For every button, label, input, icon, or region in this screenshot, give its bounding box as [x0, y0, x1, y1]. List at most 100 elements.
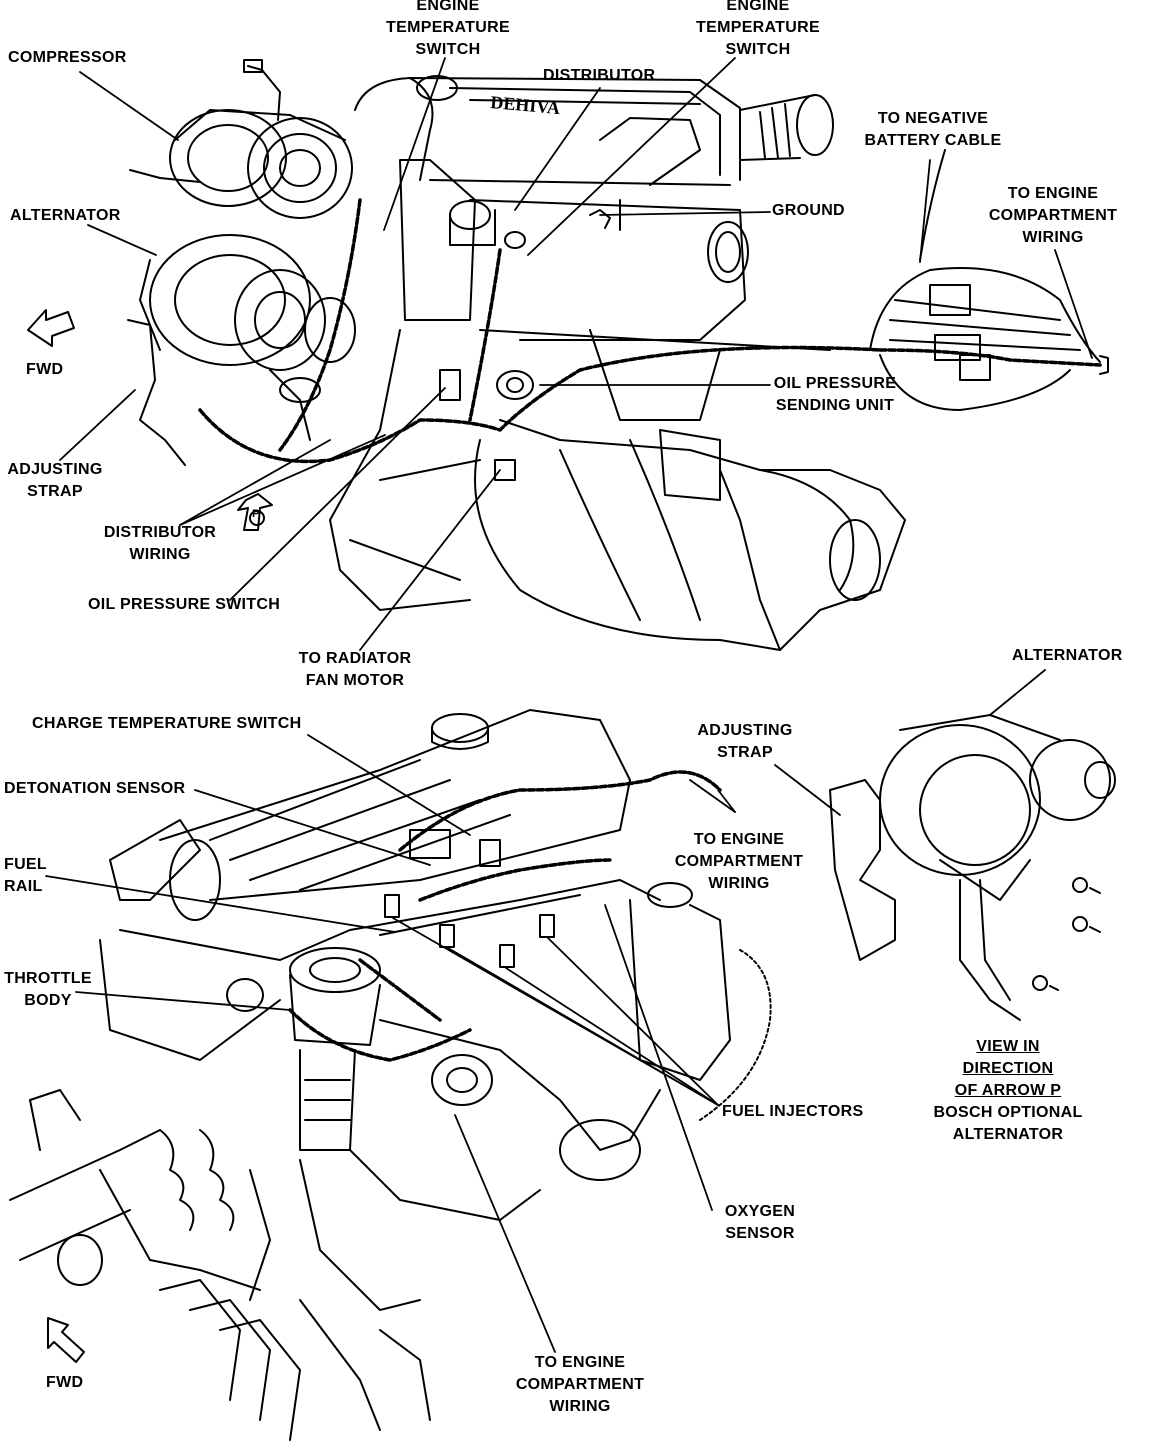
label-to-engine-compartment-right: TO ENGINE COMPARTMENT WIRING	[664, 829, 814, 895]
label-line: TEMPERATURE	[696, 19, 820, 36]
label-alternator-upper: ALTERNATOR	[10, 207, 121, 224]
label-ground: GROUND	[772, 202, 845, 219]
label-to-engine-compartment-upper: TO ENGINE COMPARTMENT WIRING	[978, 183, 1128, 249]
valve-cover-brand: DEHIVA	[490, 92, 561, 118]
label-line: WIRING	[1022, 229, 1084, 246]
valve-cover-drawing: DEHIVA	[354, 75, 741, 186]
label-distributor-wiring: DISTRIBUTOR WIRING	[95, 522, 225, 566]
label-alternator-inset: ALTERNATOR	[1012, 647, 1123, 664]
label-adjusting-strap-upper: ADJUSTING STRAP	[0, 459, 110, 503]
lower-engine-illustration	[9, 709, 772, 1441]
lower-manifold-drawing	[99, 879, 661, 1151]
leader-charge-temp-switch	[307, 734, 471, 836]
label-distributor: DISTRIBUTOR	[543, 67, 656, 84]
label-line: ENGINE	[726, 0, 790, 14]
label-fwd-upper: FWD	[26, 361, 64, 378]
label-fwd-lower: FWD	[46, 1374, 84, 1391]
label-line: SENSOR	[725, 1225, 795, 1242]
label-line: BODY	[24, 992, 72, 1009]
coolant-reservoir-drawing	[629, 882, 731, 1081]
leader-fuel-rail	[45, 875, 396, 933]
intake-tube-drawing	[707, 94, 834, 283]
inset-leader-lines	[774, 669, 1046, 816]
label-oil-pressure-switch: OIL PRESSURE SWITCH	[88, 596, 281, 613]
leader-engine-temp-switch-left	[383, 57, 446, 231]
leader-compressor	[79, 71, 179, 141]
lower-valve-cover-drawing	[109, 709, 631, 921]
wiring-harness-upper	[198, 198, 1102, 464]
leader-fuel-injector-4	[547, 937, 719, 1106]
lower-leader-lines	[45, 734, 736, 1353]
label-line: OXYGEN	[724, 1203, 796, 1220]
wiring-harness-lower	[288, 770, 722, 1062]
leader-detonation-sensor	[194, 789, 431, 866]
label-line: TO NEGATIVE	[877, 110, 989, 127]
upper-leader-lines	[59, 57, 1093, 651]
leader-engine-compartment	[1054, 249, 1093, 359]
label-line: FUEL	[4, 856, 47, 873]
label-line: WIRING	[129, 546, 191, 563]
label-fuel-rail: FUEL RAIL	[4, 854, 47, 898]
leader-radiator-fan	[359, 469, 501, 651]
label-line: COMPARTMENT	[515, 1376, 645, 1393]
label-line: SWITCH	[725, 41, 791, 58]
leader-ground	[599, 211, 771, 216]
label-to-engine-compartment-bottom: TO ENGINE COMPARTMENT WIRING	[505, 1352, 655, 1418]
adjusting-strap-drawing	[127, 319, 186, 466]
label-inset-caption: VIEW IN DIRECTION OF ARROW P BOSCH OPTIO…	[928, 1036, 1088, 1146]
label-line: TO ENGINE	[534, 1354, 626, 1371]
label-oil-pressure-sending-unit: OIL PRESSURE SENDING UNIT	[765, 373, 905, 417]
label-arrow-p: P	[252, 508, 260, 520]
label-oxygen-sensor: OXYGEN SENSOR	[700, 1201, 820, 1245]
caption-line: OF ARROW P	[954, 1082, 1062, 1099]
label-line: WIRING	[708, 875, 770, 892]
lower-axle-drawing	[9, 1089, 261, 1291]
label-line: TEMPERATURE	[386, 19, 510, 36]
caption-line: BOSCH OPTIONAL	[933, 1104, 1083, 1121]
label-line: WIRING	[549, 1398, 611, 1415]
leader-oil-pressure-switch	[229, 387, 446, 601]
label-line: SENDING UNIT	[775, 397, 895, 414]
leader-oxygen-sensor	[604, 904, 713, 1211]
label-line: ADJUSTING	[697, 722, 793, 739]
leader-negative-battery	[919, 159, 931, 263]
compressor-drawing	[129, 59, 353, 219]
label-line: BATTERY CABLE	[864, 132, 1002, 149]
charge-temp-switch-drawing	[409, 829, 501, 867]
arrow-p-marker	[237, 493, 273, 531]
leader-to-engine-compartment-bottom	[454, 1114, 556, 1353]
label-line: OIL PRESSURE	[773, 375, 897, 392]
label-to-radiator-fan-motor: TO RADIATOR FAN MOTOR	[280, 648, 430, 692]
label-detonation-sensor: DETONATION SENSOR	[4, 780, 186, 797]
label-line: ENGINE	[416, 0, 480, 14]
caption-line: DIRECTION	[962, 1060, 1054, 1077]
leader-distributor-wiring-a	[179, 439, 331, 526]
label-line: ADJUSTING	[7, 461, 103, 478]
oil-pressure-sending-unit-drawing	[439, 369, 534, 481]
leader-inset-alternator	[989, 669, 1046, 716]
leader-adjusting-strap	[59, 389, 136, 461]
label-adjusting-strap-inset: ADJUSTING STRAP	[690, 720, 800, 764]
leader-throttle-body	[75, 991, 291, 1011]
upper-engine-illustration: DEHIVA	[27, 59, 1109, 651]
lower-block-drawing	[249, 1019, 661, 1311]
label-line: TO ENGINE	[693, 831, 785, 848]
fuel-injectors-drawing	[379, 894, 581, 968]
leader-fuel-injector-3	[505, 967, 719, 1106]
caption-line: VIEW IN	[976, 1038, 1040, 1055]
label-line: RAIL	[4, 878, 43, 895]
label-compressor: COMPRESSOR	[8, 49, 127, 66]
leader-fuel-injector-2	[447, 947, 719, 1106]
caption-line: ALTERNATOR	[952, 1126, 1064, 1143]
inset-adjusting-strap-drawing	[829, 779, 896, 961]
leader-engine-temp-switch-right	[527, 57, 736, 256]
leader-distributor-wiring-b	[179, 434, 386, 526]
label-line: COMPARTMENT	[988, 207, 1118, 224]
flywheel-drawing	[699, 949, 772, 1121]
distributor-drawing	[449, 200, 526, 249]
label-throttle-body: THROTTLE BODY	[0, 968, 96, 1012]
label-line: THROTTLE	[4, 970, 92, 987]
label-line: STRAP	[27, 483, 83, 500]
inset-alternator-illustration	[829, 714, 1116, 1021]
